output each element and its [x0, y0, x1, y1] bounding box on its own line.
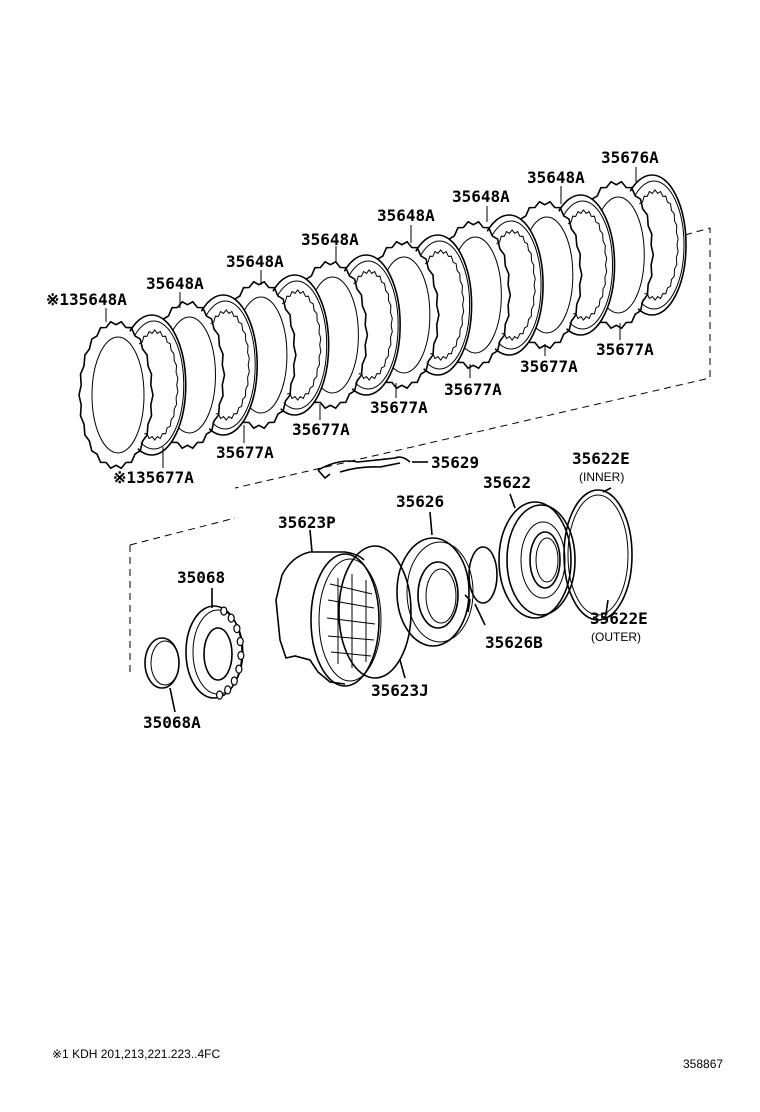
label-35623J: 35623J [371, 681, 429, 700]
label-inner: (INNER) [579, 470, 625, 484]
label-35622: 35622 [483, 473, 532, 492]
label-35623P: 35623P [278, 513, 336, 532]
label-35677A: 35677A [444, 380, 502, 399]
label-35626B: 35626B [485, 633, 543, 652]
bolt [227, 613, 235, 623]
label-35068: 35068 [177, 568, 226, 587]
label-35648A: 35648A [301, 230, 359, 249]
piston-35622 [498, 493, 576, 619]
label-35648A: 35648A [377, 206, 435, 225]
bolt [220, 606, 228, 616]
seal-35622E [563, 487, 633, 621]
label-35648A: 35648A [146, 274, 204, 293]
label-35622E-outer: 35622E [590, 609, 648, 628]
label-35648A-top: 35648A [527, 168, 585, 187]
bolt [224, 685, 232, 695]
label-35648A: 35648A [452, 187, 510, 206]
label-35648A-note: ※135648A [46, 290, 127, 309]
label-outer: (OUTER) [591, 630, 641, 644]
figure-number: 358867 [683, 1057, 724, 1071]
lower-assembly-outline [129, 517, 236, 672]
clutch-plate-stack [78, 174, 687, 470]
label-35677A: 35677A [596, 340, 654, 359]
separator-plate [78, 320, 154, 470]
bearing-35068 [185, 588, 245, 700]
upper-assembly-outline [234, 227, 711, 489]
bolt [230, 676, 238, 686]
label-35677A: 35677A [370, 398, 428, 417]
seal-35623J [338, 545, 412, 679]
label-35648A: 35648A [226, 252, 284, 271]
label-35677A: 35677A [216, 443, 274, 462]
leaf-spring-35629 [317, 456, 428, 480]
drum-35623P [275, 529, 382, 687]
label-35677A-note: ※135677A [113, 468, 194, 487]
retainer-35626 [396, 511, 474, 647]
label-35629: 35629 [431, 453, 480, 472]
bolt [216, 690, 224, 700]
label-35626: 35626 [396, 492, 445, 511]
bolt [237, 650, 245, 661]
bolt [236, 636, 244, 647]
label-35677A: 35677A [520, 357, 578, 376]
footnote: ※1 KDH 201,213,221.223..4FC [52, 1047, 221, 1061]
label-35622E-inner: 35622E [572, 449, 630, 468]
bolt [233, 623, 241, 634]
ring-35626B [468, 546, 498, 626]
label-35068A: 35068A [143, 713, 201, 732]
upper-leader-lines [105, 167, 637, 468]
snapring-35068A [144, 637, 180, 713]
label-35677A: 35677A [292, 420, 350, 439]
bolt [235, 664, 243, 674]
label-35676A: 35676A [601, 148, 659, 167]
